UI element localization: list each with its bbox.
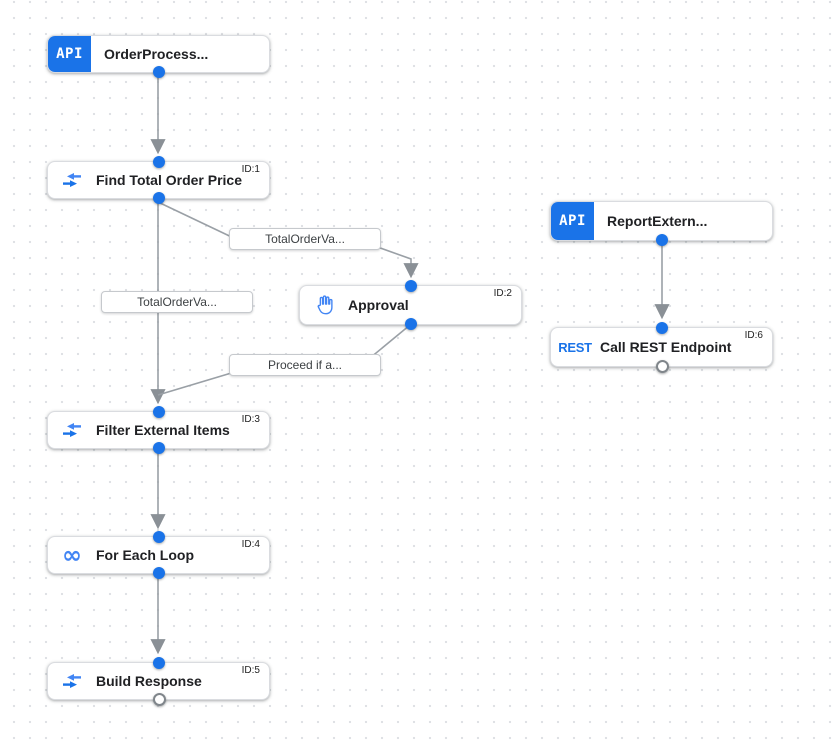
task-id-label: ID:5	[241, 665, 260, 676]
node-title: For Each Loop	[96, 547, 194, 563]
api-badge-icon: API	[551, 202, 594, 240]
task-id-label: ID:1	[241, 164, 260, 175]
node-title: Approval	[348, 297, 409, 313]
api-badge-icon: API	[48, 36, 91, 72]
input-port[interactable]	[655, 322, 668, 334]
output-port[interactable]	[152, 567, 165, 579]
rest-icon: REST	[558, 339, 592, 355]
task-id-label: ID:3	[241, 414, 260, 425]
input-port[interactable]	[404, 280, 417, 292]
terminal-port[interactable]	[656, 360, 669, 373]
edge-approval-to-filter-a	[369, 324, 411, 359]
output-port[interactable]	[404, 318, 417, 330]
node-for-each-loop[interactable]: ∞ For Each Loop ID:4	[47, 531, 270, 579]
node-report-extern-trigger[interactable]: API ReportExtern...	[550, 201, 773, 246]
node-title: Call REST Endpoint	[600, 339, 732, 355]
input-port[interactable]	[152, 531, 165, 543]
edge-label-total-order-2[interactable]: TotalOrderVa...	[101, 291, 253, 313]
task-id-label: ID:6	[744, 330, 763, 341]
node-build-response[interactable]: Build Response ID:5	[47, 657, 270, 706]
input-port[interactable]	[152, 406, 165, 418]
edge-label-total-order-1[interactable]: TotalOrderVa...	[229, 228, 381, 250]
input-port[interactable]	[152, 156, 165, 168]
input-port[interactable]	[152, 657, 165, 669]
edge-find-to-approval-a	[157, 201, 241, 242]
node-approval[interactable]: Approval ID:2	[299, 280, 522, 330]
edge-label-proceed-if[interactable]: Proceed if a...	[229, 354, 381, 376]
node-title: OrderProcess...	[104, 46, 209, 62]
node-find-total-order-price[interactable]: Find Total Order Price ID:1	[47, 156, 270, 204]
node-title: Build Response	[96, 673, 202, 689]
edge-find-to-approval-b	[371, 244, 419, 279]
node-filter-external-items[interactable]: Filter External Items ID:3	[47, 406, 270, 454]
task-id-label: ID:4	[241, 539, 260, 550]
node-order-process-trigger[interactable]: API OrderProcess...	[47, 35, 270, 78]
node-title: Filter External Items	[96, 422, 230, 438]
node-title: ReportExtern...	[607, 213, 708, 229]
data-mapping-icon	[61, 419, 83, 441]
task-id-label: ID:2	[493, 288, 512, 299]
output-port[interactable]	[655, 234, 668, 246]
node-title: Find Total Order Price	[96, 172, 242, 188]
loop-icon: ∞	[62, 541, 82, 569]
pan-tool-icon	[313, 294, 335, 316]
output-port[interactable]	[152, 192, 165, 204]
output-port[interactable]	[152, 442, 165, 454]
output-port[interactable]	[152, 66, 165, 78]
node-call-rest-endpoint[interactable]: REST Call REST Endpoint ID:6	[550, 322, 773, 373]
terminal-port[interactable]	[153, 693, 166, 706]
data-mapping-icon	[61, 169, 83, 191]
data-mapping-icon	[61, 670, 83, 692]
edge-approval-to-filter-b	[157, 370, 239, 396]
